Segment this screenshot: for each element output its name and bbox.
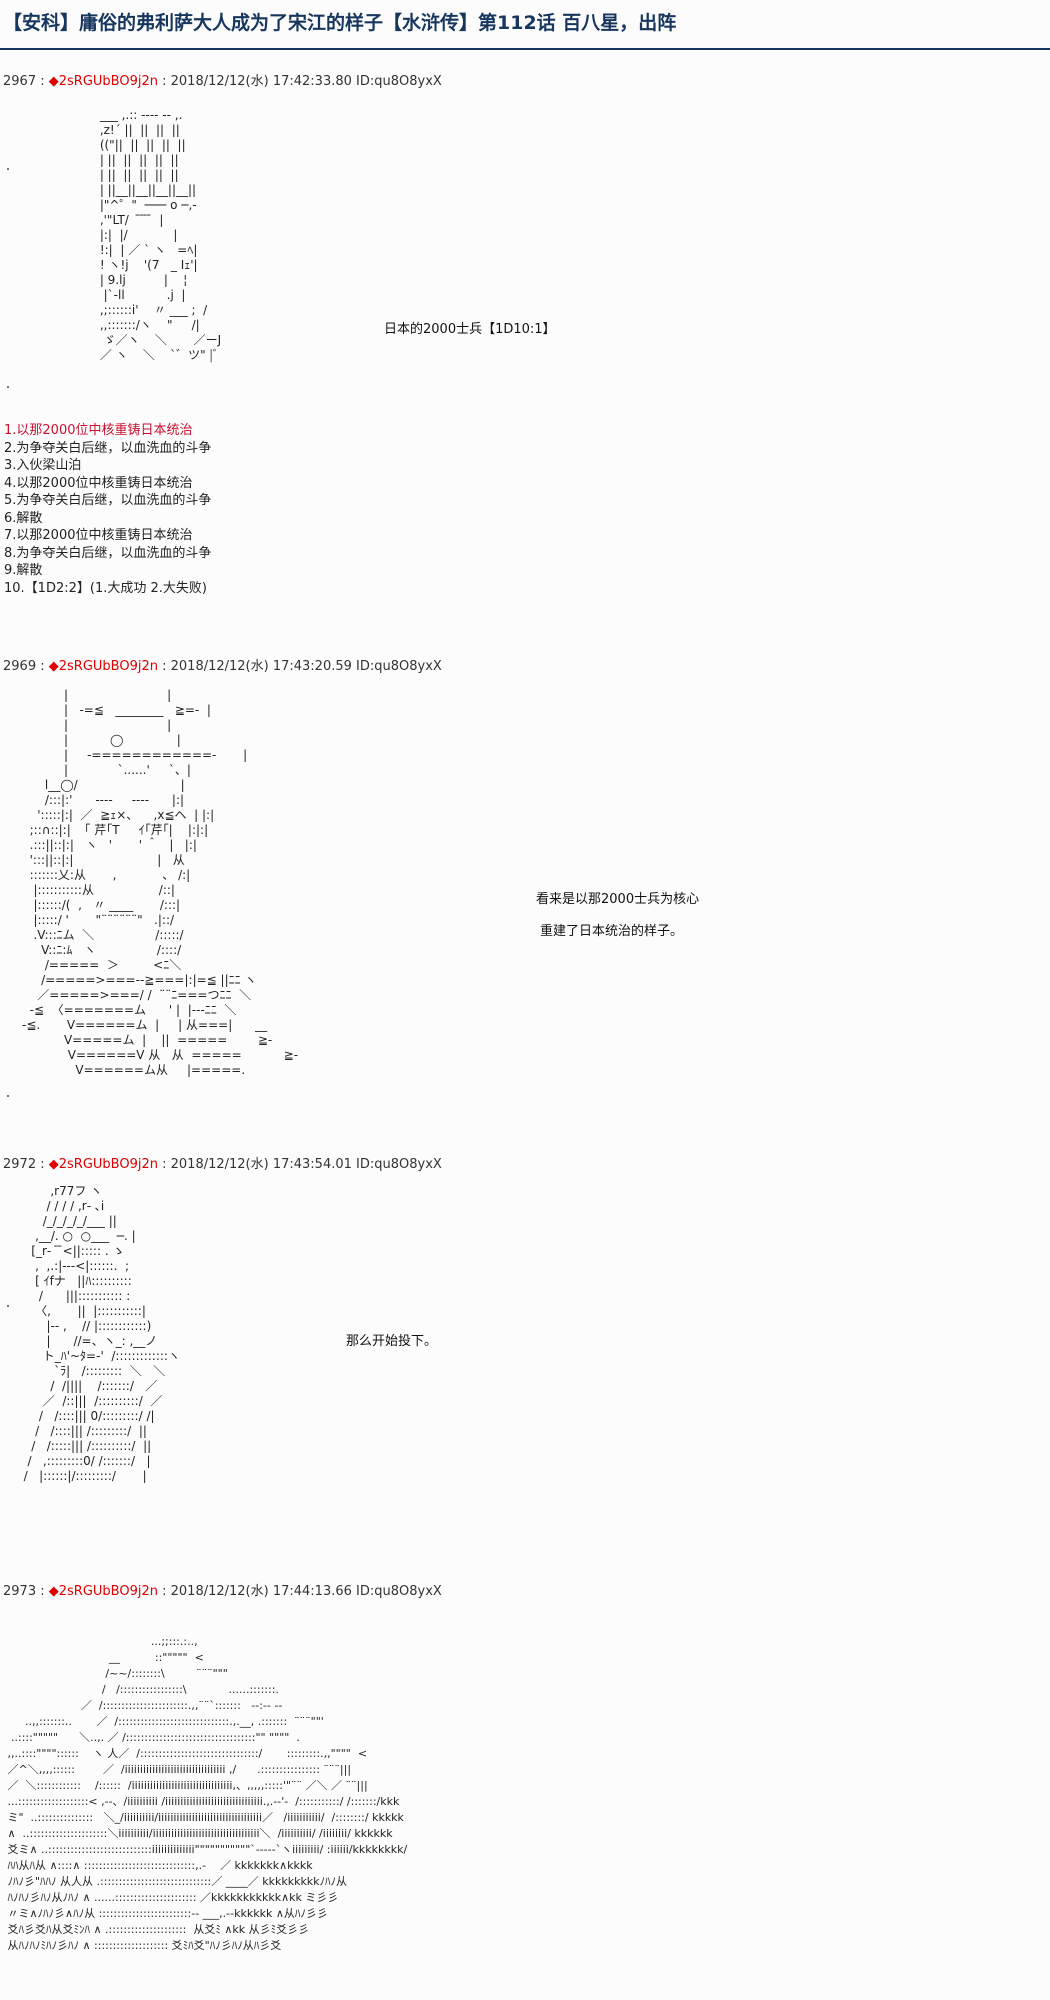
post-separator: : (36, 1157, 49, 1172)
page-title: 【安科】庸俗的弗利萨大人成为了宋江的样子【水浒传】第112话 百八星，出阵 (3, 12, 677, 34)
choice-item: 7.以那2000位中核重铸日本统治 (4, 528, 193, 543)
ascii-art-officer: | | | -=≦ ________ ≧=- | | | | ◯ | | -==… (22, 688, 299, 1077)
choice-item: 10.【1D2:2】(1.大成功 2.大失败) (4, 580, 207, 596)
ascii-art-soldier: ___ ,.:: ---- ‐‐ ,. ,z!´ || || || || (("… (99, 108, 222, 362)
post-meta: : 2018/12/12(水) 17:43:54.01 ID:qu8O8yxX (157, 1157, 442, 1172)
choice-item: 8.为争夺关白后继，以血洗血的斗争 (4, 545, 212, 561)
post-meta: : 2018/12/12(水) 17:42:33.80 ID:qu8O8yxX (157, 74, 442, 89)
post-caption: 日本的2000士兵【1D10:1】 (384, 322, 556, 337)
post-meta: : 2018/12/12(水) 17:43:20.59 ID:qu8O8yxX (157, 659, 442, 674)
post-header-2969: 2969 : ◆2sRGUbBO9j2n : 2018/12/12(水) 17:… (3, 655, 442, 674)
choice-item: 4.以那2000位中核重铸日本统治 (4, 475, 193, 491)
choice-item: 9.解散 (4, 563, 43, 578)
post-number: 2972 (3, 1157, 37, 1172)
ascii-art-landscape: ...;;:::.:.., __ ::""""" < /~~/::::::::\… (7, 1635, 408, 1952)
bullet-dot (7, 1305, 9, 1307)
post-caption: 那么开始投下。 (346, 1334, 438, 1349)
post-header-2972: 2972 : ◆2sRGUbBO9j2n : 2018/12/12(水) 17:… (3, 1153, 442, 1172)
trip-diamond-icon: ◆ (48, 659, 59, 674)
post-separator: : (36, 74, 49, 89)
title-divider (0, 48, 1050, 50)
post-number: 2967 (3, 74, 37, 89)
post-trip[interactable]: 2sRGUbBO9j2n (58, 1157, 158, 1172)
trip-diamond-icon: ◆ (48, 74, 59, 89)
post-header-2967: 2967 : ◆2sRGUbBO9j2n : 2018/12/12(水) 17:… (3, 70, 442, 89)
choice-item: 2.为争夺关白后继，以血洗血的斗争 (4, 440, 212, 456)
post-meta: : 2018/12/12(水) 17:44:13.66 ID:qu8O8yxX (157, 1584, 442, 1599)
bullet-dot (7, 168, 9, 170)
post-trip[interactable]: 2sRGUbBO9j2n (58, 74, 158, 89)
bullet-dot (7, 386, 9, 388)
post-caption: 看来是以那2000士兵为核心 (536, 892, 700, 907)
post-trip[interactable]: 2sRGUbBO9j2n (58, 1584, 158, 1599)
post-header-2973: 2973 : ◆2sRGUbBO9j2n : 2018/12/12(水) 17:… (3, 1580, 442, 1599)
trip-diamond-icon: ◆ (48, 1157, 59, 1172)
choice-item: 3.入伙梁山泊 (4, 458, 82, 473)
post-number: 2973 (3, 1584, 37, 1599)
bullet-dot (7, 1095, 9, 1097)
post-separator: : (36, 1584, 49, 1599)
choice-item: 5.为争夺关白后继，以血洗血的斗争 (4, 493, 212, 508)
trip-diamond-icon: ◆ (48, 1584, 59, 1599)
choice-item: 1.以那2000位中核重铸日本统治 (4, 423, 193, 438)
post-number: 2969 (3, 659, 37, 674)
post-separator: : (36, 659, 49, 674)
choice-list: 1.以那2000位中核重铸日本统治 2.为争夺关白后继，以血洗血的斗争 3.入伙… (4, 422, 211, 597)
ascii-art-commander: ,r77フ ヽ / / / / ,r‐ ､i /_/_/_/_/___ || ,… (23, 1184, 180, 1483)
post-trip[interactable]: 2sRGUbBO9j2n (58, 659, 158, 674)
choice-item: 6.解散 (4, 510, 43, 526)
post-caption: 重建了日本统治的样子。 (540, 924, 684, 939)
